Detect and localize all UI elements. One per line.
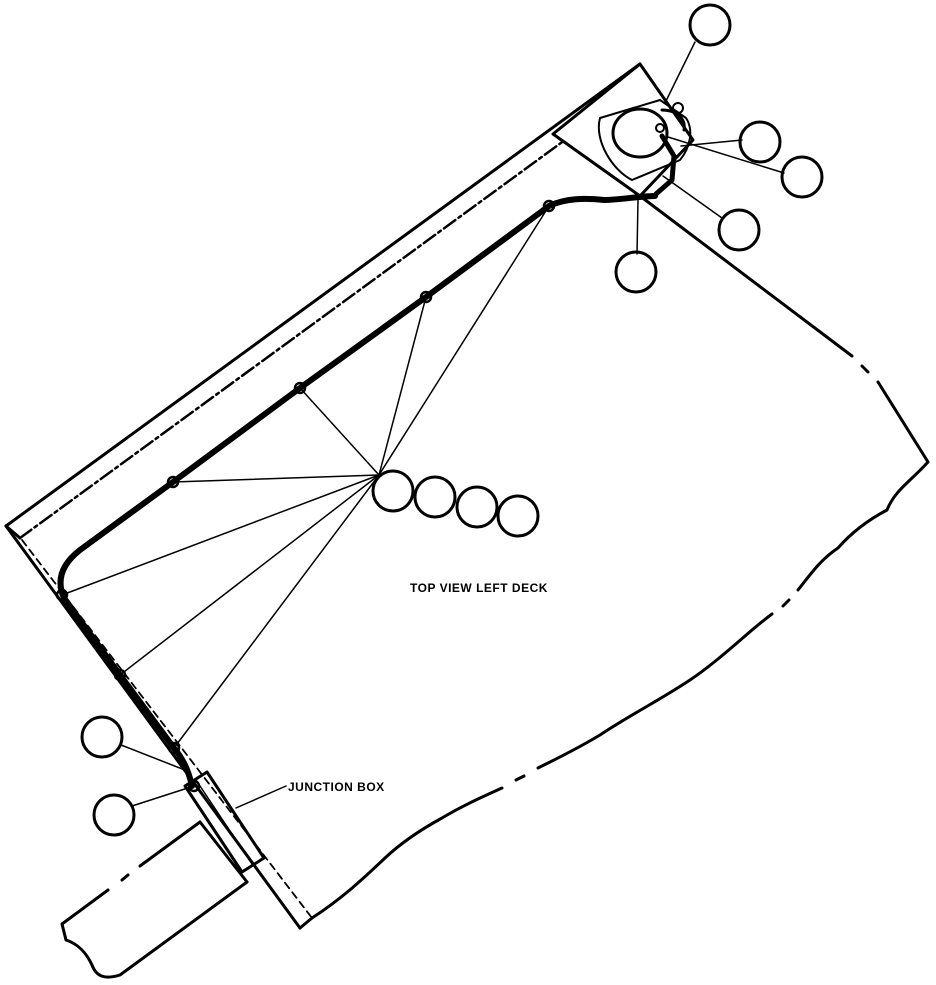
callout-balloon bbox=[688, 3, 732, 47]
callout-balloon bbox=[413, 475, 457, 519]
harness-clamps bbox=[55, 199, 556, 793]
callout-balloon bbox=[717, 208, 761, 252]
callout-balloon bbox=[614, 250, 658, 294]
callout-balloon bbox=[738, 120, 782, 164]
clamp-5 bbox=[55, 588, 69, 602]
callout-balloon bbox=[455, 485, 499, 529]
callout-balloon bbox=[780, 155, 824, 199]
deck-arm bbox=[60, 820, 249, 979]
callout-balloon bbox=[80, 715, 124, 759]
clamp-1 bbox=[542, 199, 556, 213]
clamp-7 bbox=[167, 741, 181, 755]
junction-box-label: JUNCTION BOX bbox=[288, 780, 385, 794]
clamp-6 bbox=[113, 668, 127, 682]
leader-lines bbox=[61, 41, 785, 809]
callout-balloon bbox=[92, 793, 136, 837]
clamp-8 bbox=[187, 779, 201, 793]
callout-balloon bbox=[496, 494, 540, 538]
clamp-2 bbox=[419, 290, 433, 304]
callout-balloon bbox=[371, 469, 415, 513]
view-title-label: TOP VIEW LEFT DECK bbox=[410, 581, 548, 595]
junction-box bbox=[183, 770, 266, 874]
deck-broken-edge bbox=[310, 194, 930, 920]
callout-balloons bbox=[80, 3, 824, 837]
clamp-3 bbox=[293, 381, 307, 395]
